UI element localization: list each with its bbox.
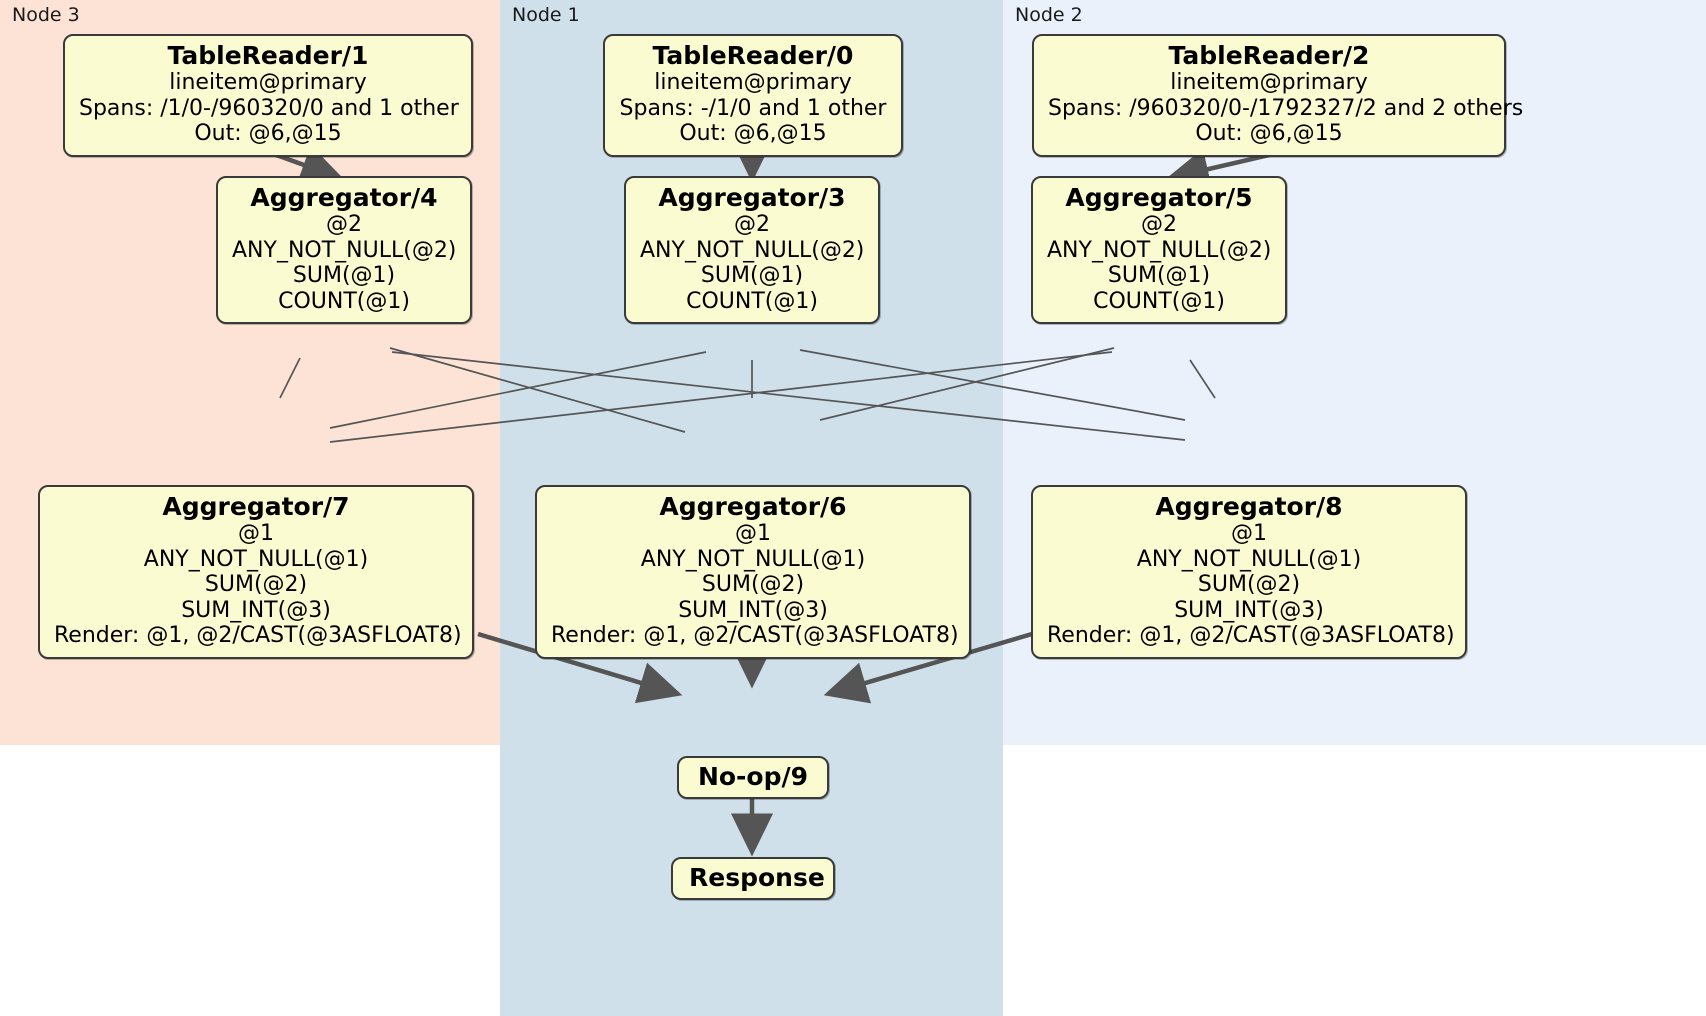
processor-detail-line: Spans: /1/0-/960320/0 and 1 other: [79, 95, 459, 121]
processor-aggregator-6[interactable]: Aggregator/6 @1 ANY_NOT_NULL(@1) SUM(@2)…: [535, 485, 971, 659]
processor-aggregator-5[interactable]: Aggregator/5 @2 ANY_NOT_NULL(@2) SUM(@1)…: [1031, 176, 1287, 325]
processor-detail-line: ANY_NOT_NULL(@2): [640, 237, 865, 263]
processor-no-op-9[interactable]: No-op/9: [677, 756, 829, 799]
processor-detail-line: ANY_NOT_NULL(@1): [143, 546, 369, 572]
processor-aggregator-3[interactable]: Aggregator/3 @2 ANY_NOT_NULL(@2) SUM(@1)…: [624, 176, 880, 325]
processor-detail-line: SUM(@2): [701, 572, 805, 598]
processor-render-line: Render: @1, @2/CAST(@3ASFLOAT8): [1047, 623, 1455, 649]
processor-title: Aggregator/7: [162, 492, 350, 521]
processor-detail-line: SUM_INT(@3): [181, 597, 331, 623]
processor-detail-line: SUM(@1): [1107, 263, 1211, 289]
processor-title: Aggregator/4: [250, 183, 438, 212]
processor-detail-line: Out: @6,@15: [679, 121, 827, 147]
processor-render-line: Render: @1, @2/CAST(@3ASFLOAT8): [551, 623, 959, 649]
processor-response[interactable]: Response: [671, 857, 835, 900]
processor-detail-line: lineitem@primary: [654, 70, 852, 95]
processor-table-reader-0[interactable]: TableReader/0 lineitem@primary Spans: -/…: [603, 34, 903, 157]
processor-detail-line: Out: @6,@15: [194, 121, 342, 147]
node-lane-label-node1: Node 1: [512, 4, 580, 26]
processor-aggregator-4[interactable]: Aggregator/4 @2 ANY_NOT_NULL(@2) SUM(@1)…: [216, 176, 472, 325]
processor-title: No-op/9: [697, 762, 809, 791]
processor-detail-line: SUM(@2): [1197, 572, 1301, 598]
processor-title: Aggregator/8: [1155, 492, 1343, 521]
processor-detail-line: SUM(@1): [700, 263, 804, 289]
processor-title: TableReader/0: [652, 41, 854, 70]
processor-aggregator-7[interactable]: Aggregator/7 @1 ANY_NOT_NULL(@1) SUM(@2)…: [38, 485, 474, 659]
processor-detail-line: @1: [735, 521, 771, 546]
processor-title: Aggregator/3: [658, 183, 846, 212]
processor-title: Aggregator/5: [1065, 183, 1253, 212]
processor-detail-line: ANY_NOT_NULL(@1): [640, 546, 866, 572]
processor-render-line: Render: @1, @2/CAST(@3ASFLOAT8): [54, 623, 462, 649]
node-lane-label-node3: Node 3: [12, 4, 80, 26]
processor-detail-line: Spans: /960320/0-/1792327/2 and 2 others: [1048, 95, 1524, 121]
processor-detail-line: COUNT(@1): [278, 288, 410, 314]
processor-detail-line: COUNT(@1): [686, 288, 818, 314]
processor-detail-line: SUM_INT(@3): [678, 597, 828, 623]
processor-detail-line: SUM(@2): [204, 572, 308, 598]
processor-detail-line: @2: [734, 212, 770, 237]
processor-detail-line: ANY_NOT_NULL(@2): [1047, 237, 1272, 263]
processor-detail-line: SUM_INT(@3): [1174, 597, 1324, 623]
processor-detail-line: COUNT(@1): [1093, 288, 1225, 314]
processor-table-reader-2[interactable]: TableReader/2 lineitem@primary Spans: /9…: [1032, 34, 1524, 157]
processor-aggregator-8[interactable]: Aggregator/8 @1 ANY_NOT_NULL(@1) SUM(@2)…: [1031, 485, 1467, 659]
processor-title: TableReader/1: [167, 41, 369, 70]
processor-title: Response: [689, 863, 825, 892]
processor-detail-line: Spans: -/1/0 and 1 other: [619, 95, 887, 121]
processor-detail-line: @2: [326, 212, 362, 237]
processor-title: Aggregator/6: [659, 492, 847, 521]
node-lane-label-node2: Node 2: [1015, 4, 1083, 26]
processor-table-reader-1[interactable]: TableReader/1 lineitem@primary Spans: /1…: [63, 34, 473, 157]
processor-title: TableReader/2: [1168, 41, 1370, 70]
processor-detail-line: ANY_NOT_NULL(@1): [1136, 546, 1362, 572]
processor-detail-line: @1: [1231, 521, 1267, 546]
processor-detail-line: ANY_NOT_NULL(@2): [232, 237, 457, 263]
processor-detail-line: @1: [238, 521, 274, 546]
processor-detail-line: lineitem@primary: [169, 70, 367, 95]
processor-detail-line: @2: [1141, 212, 1177, 237]
processor-detail-line: lineitem@primary: [1170, 70, 1368, 95]
processor-detail-line: Out: @6,@15: [1195, 121, 1343, 147]
processor-detail-line: SUM(@1): [292, 263, 396, 289]
